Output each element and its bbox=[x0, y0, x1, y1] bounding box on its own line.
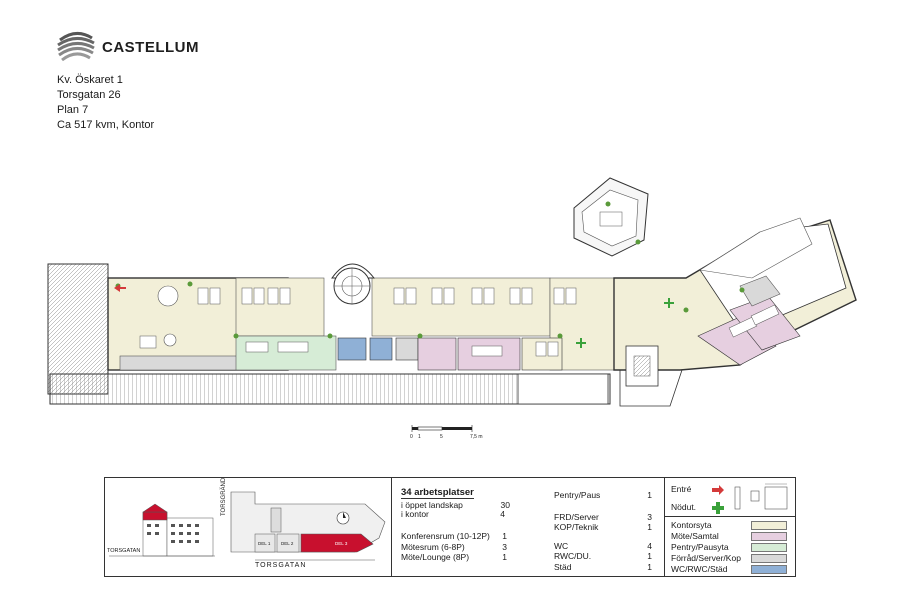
scale-bar: 0 1 5 7,5 m bbox=[410, 424, 500, 442]
legend-box: TORSGATAN TORSGRÄND TORSGATAN DEL 1 DEL … bbox=[104, 477, 796, 577]
stats-value: 3 bbox=[502, 542, 507, 552]
stats-label: Mötesrum (6-8P) bbox=[401, 542, 465, 552]
stats-label: RWC/DU. bbox=[554, 551, 592, 561]
stats-value: 1 bbox=[647, 551, 652, 561]
stats-label: Möte/Lounge (8P) bbox=[401, 552, 470, 562]
legend-swatch-storage bbox=[751, 554, 787, 563]
address-block: Kv. Öskaret 1 Torsgatan 26 Plan 7 Ca 517… bbox=[57, 73, 154, 133]
stats-label: FRD/Server bbox=[554, 512, 599, 522]
color-key: Entré Nödut. Kontorsyta Möte/Samtal Pent… bbox=[665, 478, 795, 576]
entry-marker bbox=[114, 284, 126, 292]
stats-label: WC bbox=[554, 541, 569, 551]
furniture-dimension-icon bbox=[734, 483, 788, 510]
part-label: DEL 2 bbox=[281, 541, 294, 546]
part-label: DEL 3 bbox=[335, 541, 348, 546]
stats-value: 4 bbox=[500, 509, 505, 519]
address-line: Torsgatan 26 bbox=[57, 89, 121, 101]
meeting-room bbox=[417, 337, 457, 371]
floor-plan-drawing bbox=[47, 177, 857, 407]
legend-swatch-office bbox=[751, 521, 787, 530]
mini-map-drawing bbox=[109, 491, 386, 561]
stats-label: i kontor bbox=[401, 509, 429, 519]
highlighted-area bbox=[300, 533, 374, 553]
stats-label: i öppet landskap bbox=[401, 500, 463, 510]
storage-room bbox=[395, 337, 419, 361]
workspace-stats: 34 arbetsplatser i öppet landskap 30 i k… bbox=[392, 478, 664, 576]
stair-core-left bbox=[47, 263, 109, 395]
stats-value: 4 bbox=[647, 541, 652, 551]
meeting-room bbox=[697, 315, 777, 366]
brand-name: CASTELLUM bbox=[102, 38, 199, 56]
address-line: Ca 517 kvm, Kontor bbox=[57, 119, 155, 131]
castellum-logo: CASTELLUM bbox=[56, 30, 199, 64]
emergency-exit-label: Nödut. bbox=[671, 502, 697, 512]
stats-value: 1 bbox=[647, 522, 652, 532]
stats-value: 3 bbox=[647, 512, 652, 522]
legend-label: Möte/Samtal bbox=[671, 531, 719, 541]
scale-tick-75: 7,5 m bbox=[470, 434, 483, 440]
storage-strip bbox=[119, 355, 241, 371]
stats-label: Konferensrum (10-12P) bbox=[401, 531, 490, 541]
legend-label: Pentry/Pausyta bbox=[671, 542, 729, 552]
scale-tick-1: 1 bbox=[418, 434, 421, 440]
emergency-exit-marker bbox=[664, 298, 674, 308]
stats-heading: 34 arbetsplatser bbox=[401, 487, 474, 499]
stats-value: 1 bbox=[647, 490, 652, 500]
stats-value: 1 bbox=[647, 562, 652, 572]
office-zone-3 bbox=[371, 277, 551, 337]
legend-label: Förråd/Server/Kop bbox=[671, 553, 741, 563]
address-line: Plan 7 bbox=[57, 104, 89, 116]
stats-label: Pentry/Paus bbox=[554, 490, 601, 500]
scale-bar-graphic bbox=[411, 425, 473, 432]
entry-label: Entré bbox=[671, 484, 692, 494]
legend-swatch-wc bbox=[751, 565, 787, 574]
pentry-area bbox=[235, 335, 337, 371]
wc-room bbox=[369, 337, 393, 361]
office-zone-2 bbox=[235, 277, 325, 337]
stats-label: KOP/Teknik bbox=[554, 522, 599, 532]
legend-swatch-pentry bbox=[751, 543, 787, 552]
emergency-exit-cross-icon bbox=[712, 502, 724, 514]
entry-arrow-icon bbox=[712, 485, 724, 495]
street-label: TORSGRÄND bbox=[221, 477, 227, 516]
wc-room bbox=[337, 337, 367, 361]
balcony bbox=[49, 373, 611, 405]
street-label: TORSGATAN bbox=[107, 548, 141, 554]
scale-tick-0: 0 bbox=[410, 434, 413, 440]
legend-swatch-meeting bbox=[751, 532, 787, 541]
stats-value: 30 bbox=[500, 500, 510, 510]
location-mini-map: TORSGATAN TORSGRÄND TORSGATAN DEL 1 DEL … bbox=[105, 478, 391, 576]
emergency-exit-marker bbox=[576, 338, 586, 348]
stats-label: Städ bbox=[554, 562, 572, 572]
castellum-logo-icon bbox=[57, 32, 95, 62]
floor-plan bbox=[40, 160, 870, 425]
address-line: Kv. Öskaret 1 bbox=[57, 74, 123, 86]
stats-value: 1 bbox=[502, 531, 507, 541]
part-label: DEL 1 bbox=[258, 541, 271, 546]
legend-label: WC/RWC/Städ bbox=[671, 564, 728, 574]
street-label: TORSGATAN bbox=[255, 562, 307, 569]
stats-value: 1 bbox=[502, 552, 507, 562]
scale-tick-5: 5 bbox=[440, 434, 443, 440]
legend-label: Kontorsyta bbox=[671, 520, 712, 530]
